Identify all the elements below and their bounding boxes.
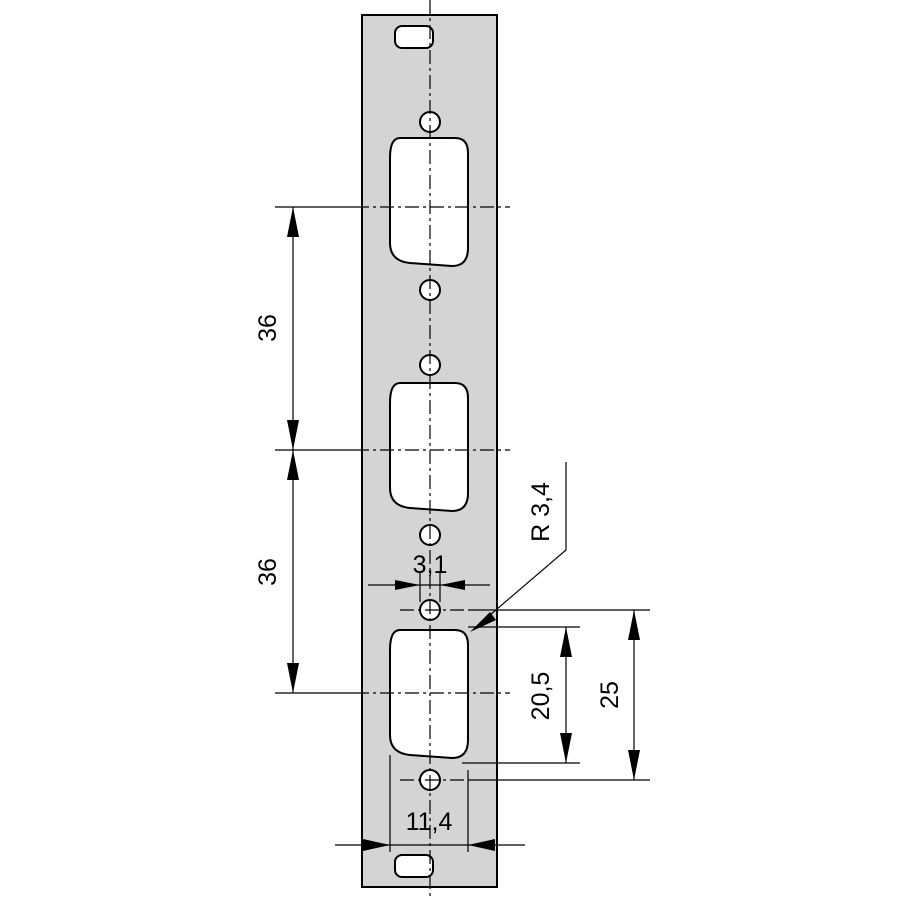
dimension-cutout-height: 20,5 — [527, 627, 572, 763]
dimension-label: 20,5 — [527, 672, 555, 721]
dimension-label: 36 — [254, 314, 282, 342]
mounting-slot-top — [394, 25, 434, 49]
dimension-pitch-upper: 36 — [254, 207, 299, 450]
connector-cutout-top — [389, 137, 469, 267]
dimension-label: 25 — [596, 681, 624, 709]
dimension-label: 3,1 — [413, 551, 448, 579]
dimension-pitch-lower: 36 — [254, 450, 299, 693]
dimension-cutout-width: 11,4 — [335, 755, 525, 852]
dimension-label: 36 — [254, 558, 282, 586]
connector-cutout-middle — [389, 382, 469, 512]
dimension-corner-radius: R 3,4 — [470, 462, 567, 632]
mounting-slot-bottom — [394, 854, 434, 878]
dimension-label: 11,4 — [406, 808, 453, 836]
dimension-label: R 3,4 — [527, 482, 555, 542]
dimension-hole-spacing: 25 — [596, 610, 640, 780]
dimension-hole-diameter: 3,1 — [368, 551, 490, 602]
connector-cutout-bottom — [389, 629, 469, 759]
